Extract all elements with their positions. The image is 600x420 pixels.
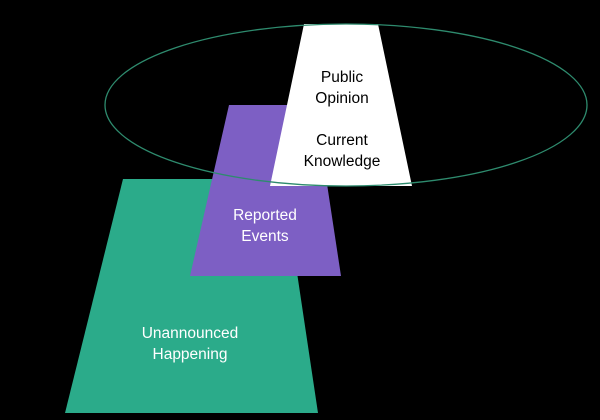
knowledge-label-line-2: Knowledge [304, 153, 381, 170]
reported-label-line-1: Reported [233, 207, 297, 224]
unannounced-label-line-1: Unannounced [142, 325, 239, 342]
knowledge-label-line-1: Current [316, 132, 368, 149]
public-awareness-ellipse [104, 23, 588, 187]
public-label-line-2: Opinion [315, 90, 368, 107]
public-opinion-shape [270, 24, 412, 186]
unannounced-label-line-2: Happening [153, 346, 228, 363]
public-label-line-1: Public [321, 69, 363, 86]
reported-label-line-2: Events [241, 228, 289, 245]
